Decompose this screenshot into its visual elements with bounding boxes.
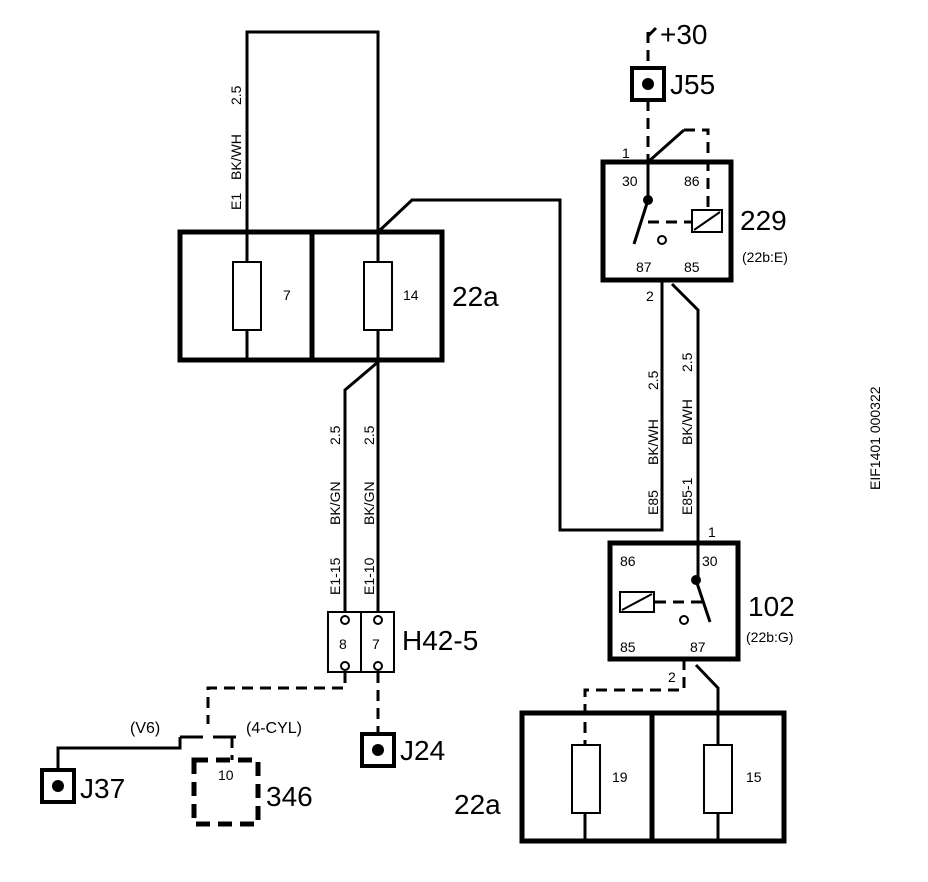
- wire-e1-size: 2.5: [228, 85, 244, 105]
- wire-e85-1-color: BK/WH: [679, 399, 695, 445]
- supply-label: +30: [660, 19, 708, 50]
- fusebox-top-label: 22a: [452, 281, 499, 312]
- wire-e85-1-size: 2.5: [679, 352, 695, 372]
- relay-229-conn-in: 1: [622, 145, 630, 161]
- relay-102-pin-85: 85: [620, 639, 636, 655]
- relay-229-conn-out: 2: [646, 288, 654, 304]
- variant-4cyl: (4-CYL): [246, 720, 302, 737]
- h42-pin-7: 7: [372, 636, 380, 652]
- connector-h42-5: 8 7 H42-5: [327, 611, 478, 673]
- relay-102-pin-30: 30: [702, 553, 718, 569]
- fuse-7: [232, 261, 262, 331]
- fuse-19-label: 19: [612, 769, 628, 785]
- relay-102: 1 86 30 85 87 102 (22b:G) 2: [607, 524, 795, 685]
- fusebox-22a-bottom: 19 15 22a: [454, 710, 787, 844]
- fuse-15-label: 15: [746, 769, 762, 785]
- wire-relay102-to-fuses: [583, 659, 720, 745]
- relay-229-pin-30: 30: [622, 173, 638, 189]
- fuse-19: [571, 744, 601, 814]
- wire-e1-10: E1-10 BK/GN 2.5: [361, 362, 380, 615]
- relay-102-conn-out: 2: [668, 669, 676, 685]
- fusebox-22a-top: 7 14 22a: [177, 229, 499, 363]
- wire-e1-color: BK/WH: [228, 134, 244, 180]
- wire-e1-name: E1: [228, 193, 244, 210]
- wire-e85: E85 BK/WH 2.5: [376, 198, 664, 532]
- fuse-15: [703, 744, 733, 814]
- ground-j37: J37: [40, 768, 125, 804]
- wire-e85-1: E85-1 BK/WH 2.5: [660, 280, 700, 541]
- wire-e1-15-size: 2.5: [327, 425, 343, 445]
- component-346-label: 346: [266, 781, 313, 812]
- relay-229: 1 30 86 87 85 229 (22b:E) 2: [600, 128, 788, 304]
- h42-pin-8: 8: [339, 636, 347, 652]
- wire-e85-color: BK/WH: [645, 419, 661, 465]
- relay-229-ref: (22b:E): [742, 249, 788, 265]
- fuse-14: [363, 261, 393, 331]
- h42-label: H42-5: [402, 625, 478, 656]
- wire-e1-15-color: BK/GN: [327, 481, 343, 525]
- relay-102-label: 102: [748, 591, 795, 622]
- relay-229-pin-85: 85: [684, 259, 700, 275]
- wire-e1-10-name: E1-10: [361, 557, 377, 595]
- relay-102-pin-87: 87: [690, 639, 706, 655]
- ground-j55: J55: [630, 66, 715, 162]
- ground-j55-label: J55: [670, 69, 715, 100]
- wire-e1-10-size: 2.5: [361, 425, 377, 445]
- relay-102-pin-86: 86: [620, 553, 636, 569]
- relay-102-conn-in: 1: [708, 524, 716, 540]
- wire-e85-size: 2.5: [645, 370, 661, 390]
- supply-plus30: +30: [646, 19, 708, 68]
- variant-v6: (V6): [130, 720, 160, 737]
- wire-e1: E1 BK/WH 2.5: [228, 30, 380, 362]
- relay-229-pin-86: 86: [684, 173, 700, 189]
- component-346-pin: 10: [218, 767, 234, 783]
- ground-j37-label: J37: [80, 773, 125, 804]
- wire-e85-name: E85: [645, 490, 661, 515]
- relay-102-ref: (22b:G): [746, 629, 793, 645]
- ground-j24: J24: [360, 672, 445, 768]
- wire-e1-15-name: E1-15: [327, 557, 343, 595]
- component-346: 10 346: [191, 757, 313, 827]
- ground-j24-label: J24: [400, 735, 445, 766]
- wire-e1-15: E1-15 BK/GN 2.5: [327, 360, 379, 615]
- wire-e85-1-name: E85-1: [679, 477, 695, 515]
- fusebox-bottom-label: 22a: [454, 789, 501, 820]
- fuse-14-label: 14: [403, 287, 419, 303]
- fuse-7-label: 7: [283, 287, 291, 303]
- wire-e1-10-color: BK/GN: [361, 481, 377, 525]
- wire-variant-branch: (V6) (4-CYL): [56, 672, 347, 772]
- relay-229-label: 229: [740, 205, 787, 236]
- figure-code: EIF1401 000322: [867, 386, 883, 490]
- relay-229-pin-87: 87: [636, 259, 652, 275]
